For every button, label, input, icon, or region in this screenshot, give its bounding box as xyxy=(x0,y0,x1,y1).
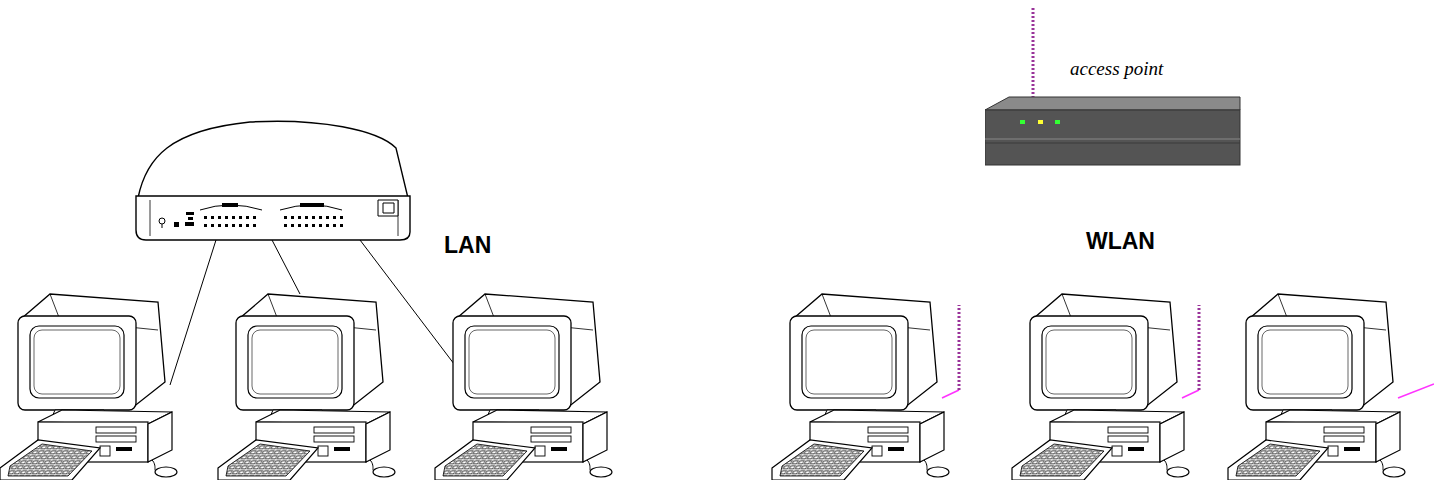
device-label: access point xyxy=(1070,58,1163,80)
computer xyxy=(1012,294,1189,480)
computer xyxy=(772,294,949,480)
access-point: access point xyxy=(985,55,1241,167)
network-type-label: LAN xyxy=(444,232,491,259)
wireless-antenna xyxy=(942,8,1434,398)
computer xyxy=(1228,294,1405,480)
computer xyxy=(0,294,177,480)
computer xyxy=(435,294,612,480)
hub-device xyxy=(136,121,410,240)
computer xyxy=(218,294,395,480)
network-type-label: WLAN xyxy=(1086,228,1155,255)
